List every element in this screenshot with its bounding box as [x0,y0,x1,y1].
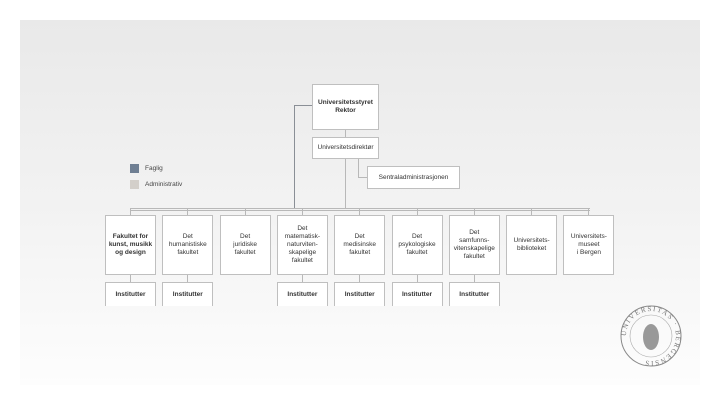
unit-box: Fakultet for kunst, musikk og design [105,215,156,275]
connector-line [301,209,303,215]
institutter-box: Institutter [334,282,386,306]
unit-box: Det samfunns- vitenskapelige fakultet [448,215,500,275]
unit-box: Det medisinske fakultet [334,215,386,275]
connector-line [301,275,303,282]
legend-faglig: Faglig [130,164,163,173]
connector-line [416,209,418,215]
connector-line [345,130,346,208]
institutter-box: Institutter [391,282,443,306]
institutter-box: Institutter [105,282,156,306]
connector-line [294,105,312,106]
unit-box: Det psykologiske fakultet [391,215,443,275]
connector-line [358,159,359,177]
unit-box: Universitets- museet i Bergen [563,215,615,275]
connector-line [588,209,590,215]
connector-line [416,275,418,282]
connector-line [244,209,246,215]
central-admin-box: Sentraladministrasjonen [367,166,460,189]
connector-line [130,275,131,282]
slide-background [20,20,700,385]
legend-administrativ: Administrativ [130,180,182,189]
institutter-box: Institutter [276,282,328,306]
unit-box: Det humanistiske fakultet [162,215,214,275]
connector-line [294,105,295,208]
institutter-box: Institutter [162,282,214,306]
unit-box: Det matematisk- naturviten- skapelige fa… [276,215,328,275]
connector-line [531,209,533,215]
connector-line [130,208,590,209]
uib-seal-logo: UNIVERSITAS · BERGENSIS [620,305,682,367]
connector-line [359,209,361,215]
connector-line [473,275,475,282]
connector-line [359,275,361,282]
unit-box: Det juridiske fakultet [219,215,271,275]
legend-swatch [130,180,139,189]
connector-line [187,209,189,215]
director-box: Universitetsdirektør [312,137,379,159]
connector-line [187,275,189,282]
connector-line [358,177,367,178]
unit-box: Universitets- biblioteket [506,215,558,275]
legend-label: Faglig [145,165,163,172]
connector-line [130,209,131,215]
legend-label: Administrativ [145,181,183,188]
connector-line [473,209,475,215]
legend-swatch [130,164,139,173]
board-rector-box: Universitetsstyret Rektor [312,84,379,130]
institutter-box: Institutter [448,282,500,306]
